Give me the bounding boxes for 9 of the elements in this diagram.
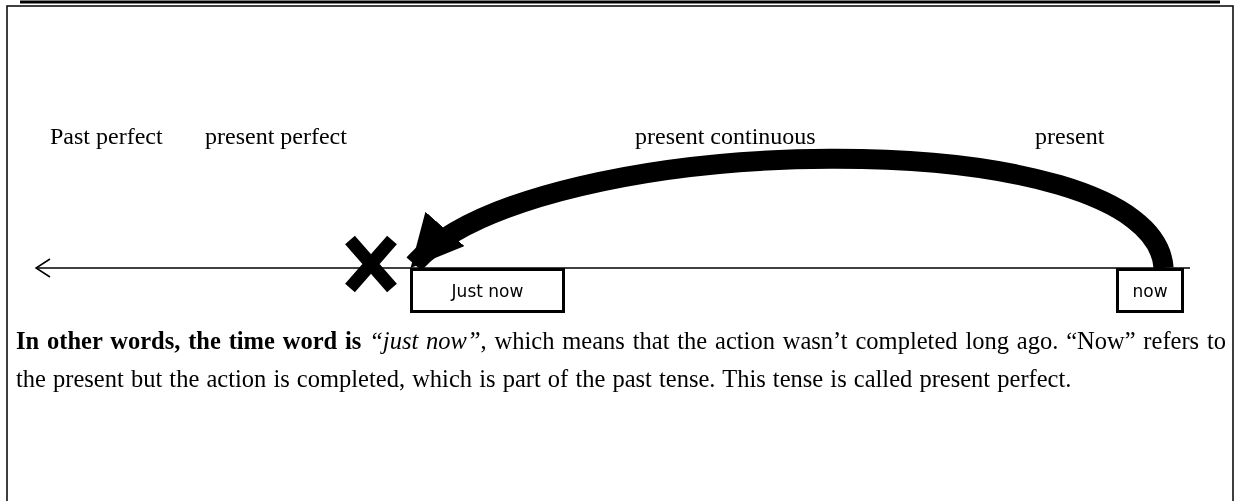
- tense-label: present perfect: [205, 123, 347, 150]
- time-word-box: [410, 268, 565, 313]
- explanation-paragraph: In other words, the time word is “just now”, which means that the action wasn’t completed long ago. “Now” refers to the present but the action is completed, which is part of the past tense. This tense is called present perfect.: [16, 326, 1226, 394]
- tense-label: present continuous: [635, 123, 816, 150]
- tense-label: present: [1035, 123, 1105, 150]
- time-word: Just now: [451, 280, 524, 301]
- time-word: now: [1132, 280, 1168, 301]
- time-word-box: [1116, 268, 1184, 313]
- tense-label: Past perfect: [50, 123, 163, 150]
